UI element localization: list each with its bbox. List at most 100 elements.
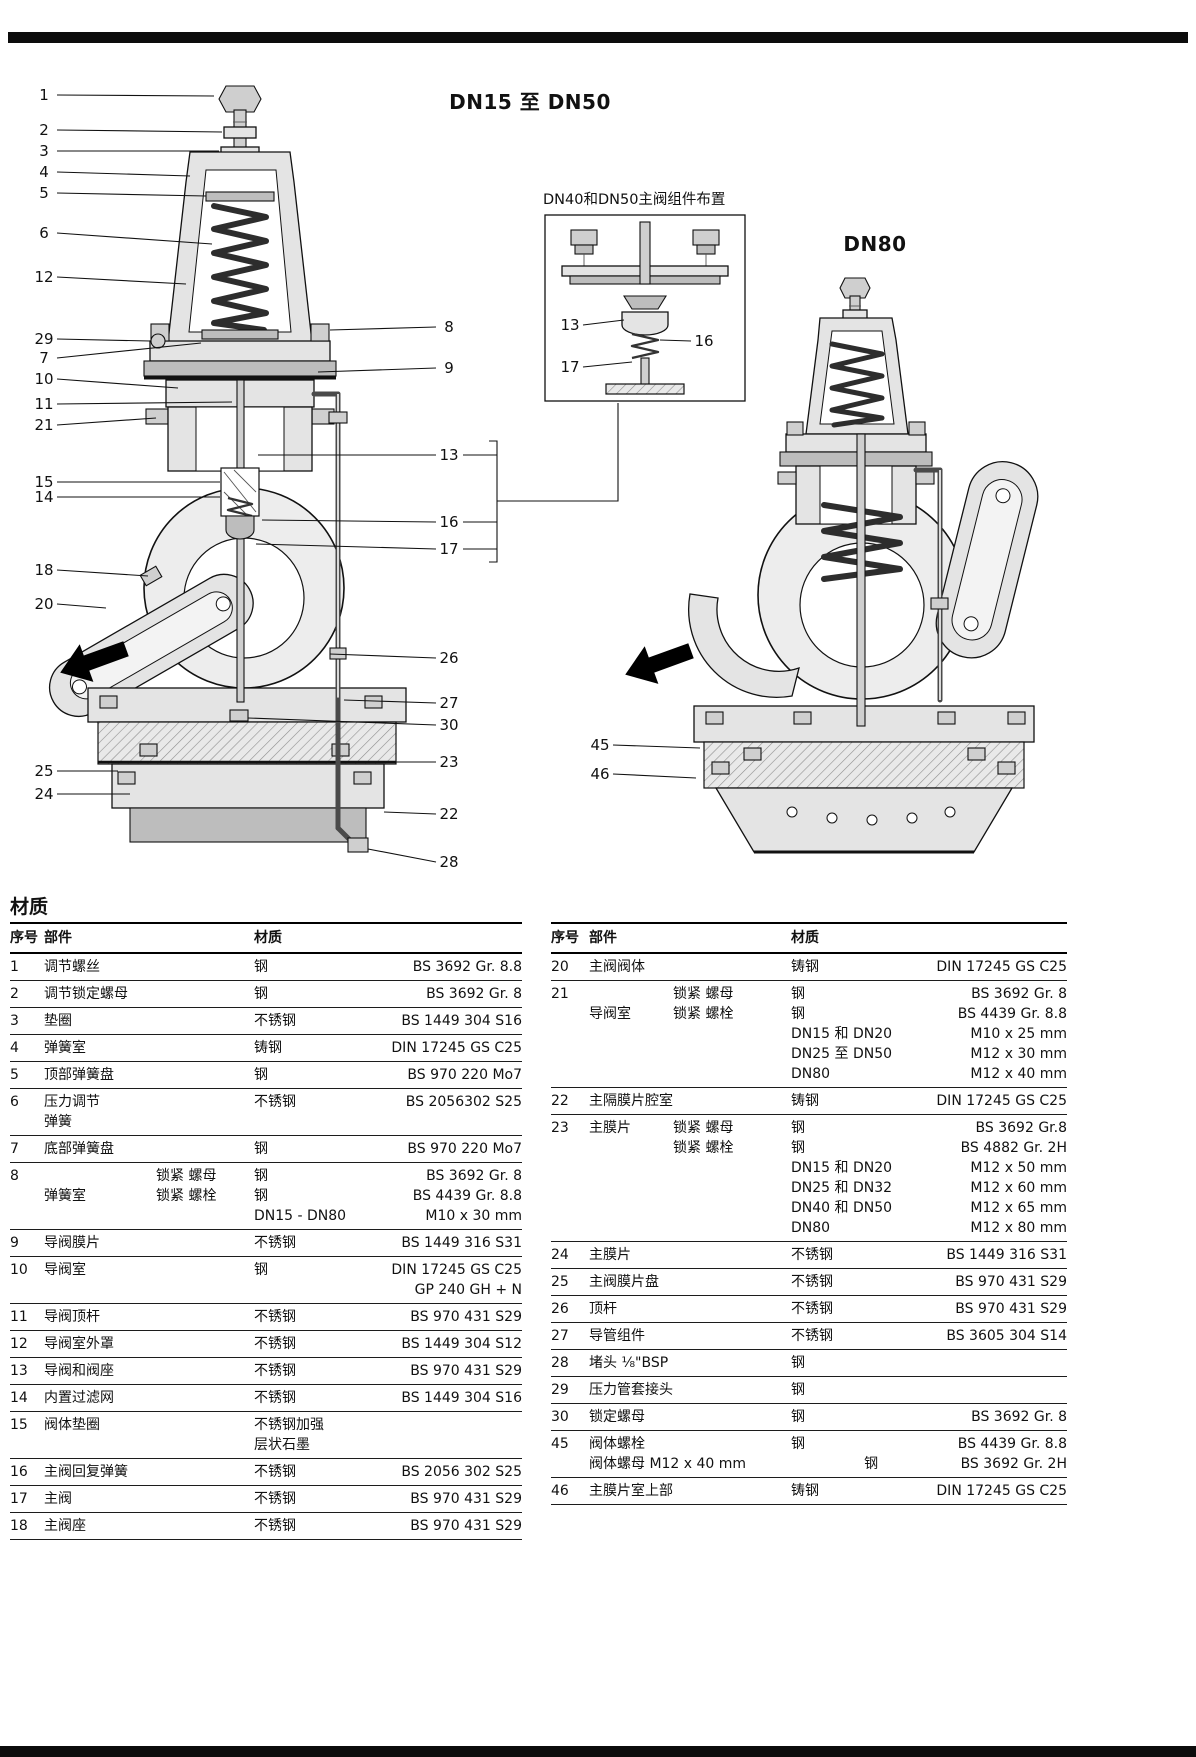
callout-number-45: 45	[590, 736, 609, 754]
callout-leader-line	[56, 603, 107, 609]
material-spec: BS 1449 304 S12	[401, 1336, 522, 1352]
callout-number-16: 16	[694, 332, 713, 350]
part-number: 18	[10, 1518, 28, 1534]
part-name: 导阀顶杆	[44, 1309, 100, 1325]
part-number: 17	[10, 1491, 28, 1507]
material-name: 铸钢	[791, 1093, 819, 1109]
part-sub-label	[156, 1307, 254, 1327]
callout-number-25: 25	[34, 762, 53, 780]
part-sub-label	[156, 1516, 254, 1536]
callout-leader-line	[56, 171, 191, 177]
callout-number-4: 4	[39, 163, 49, 181]
material-spec: BS 4439 Gr. 8.8	[957, 1436, 1067, 1452]
part-sub-label	[673, 1299, 791, 1319]
material-spec: M12 x 50 mm	[970, 1160, 1067, 1176]
material-name: 不锈钢	[254, 1363, 296, 1379]
material-spec: BS 1449 304 S16	[401, 1013, 522, 1029]
part-name	[44, 1206, 156, 1226]
material-spec: M12 x 30 mm	[970, 1046, 1067, 1062]
part-sub-label	[673, 1158, 791, 1178]
part-name: 导管组件	[589, 1328, 645, 1344]
part-name: 主隔膜片腔室	[589, 1093, 673, 1109]
part-name: 阀体垫圈	[44, 1417, 100, 1433]
part-name: 弹簧室	[44, 1040, 86, 1056]
part-sub-label	[673, 1434, 791, 1454]
callout-leader-line	[56, 401, 233, 405]
inset-title: DN40和DN50主阀组件布置	[543, 192, 726, 208]
callout-leader-line	[261, 519, 437, 523]
material-spec: DIN 17245 GS C25	[936, 1093, 1067, 1109]
part-name: 阀体螺母 M12 x 40 mm	[589, 1456, 747, 1472]
part-name: 主膜片	[589, 1120, 631, 1136]
callout-number-3: 3	[39, 142, 49, 160]
col-header-num: 序号	[10, 930, 38, 946]
col-header-material: 材质	[254, 930, 282, 946]
material-spec: DIN 17245 GS C25	[936, 959, 1067, 975]
callout-number-5: 5	[39, 184, 49, 202]
part-name: 底部弹簧盘	[44, 1141, 114, 1157]
material-name: 钢	[254, 1188, 268, 1204]
part-number: 21	[551, 986, 569, 1002]
callout-number-2: 2	[39, 121, 49, 139]
material-spec: BS 2056 302 S25	[401, 1464, 522, 1480]
part-sub-label	[673, 1272, 791, 1292]
material-name: DN25 和 DN32	[791, 1180, 893, 1196]
table-header-row: 序号 部件 材质	[10, 922, 522, 954]
part-sub-label	[156, 1280, 254, 1300]
callout-number-8: 8	[444, 318, 454, 336]
part-name	[589, 1044, 673, 1064]
material-spec: BS 1449 304 S16	[401, 1390, 522, 1406]
callout-leader-line	[612, 744, 701, 749]
material-name: DN15 和 DN20	[791, 1160, 893, 1176]
callout-number-18: 18	[34, 561, 53, 579]
material-spec: BS 3692 Gr. 8	[971, 1409, 1067, 1425]
callout-leader-line	[56, 569, 149, 577]
callout-leader-line	[56, 129, 223, 133]
callout-number-1: 1	[39, 86, 49, 104]
part-sub-label	[156, 1139, 254, 1159]
material-spec: BS 970 431 S29	[410, 1491, 522, 1507]
part-number: 10	[10, 1262, 28, 1278]
material-spec	[514, 1112, 522, 1132]
part-name: 顶杆	[589, 1301, 617, 1317]
part-sub-label	[673, 1024, 791, 1044]
material-name: 不锈钢	[254, 1390, 296, 1406]
part-sub-label	[156, 1092, 254, 1112]
callout-number-27: 27	[439, 694, 458, 712]
material-spec: BS 970 431 S29	[410, 1518, 522, 1534]
material-name: 不锈钢	[254, 1094, 296, 1110]
part-number: 23	[551, 1120, 569, 1136]
callout-leader-line	[247, 717, 437, 726]
inset-drawing	[544, 214, 746, 402]
callout-number-17: 17	[560, 358, 579, 376]
part-sub-label	[156, 1260, 254, 1280]
part-name: 调节螺丝	[44, 959, 100, 975]
material-spec: M12 x 65 mm	[970, 1200, 1067, 1216]
part-number: 26	[551, 1301, 569, 1317]
callout-leader-line	[612, 773, 697, 779]
part-sub-label: 锁紧 螺栓	[673, 1140, 734, 1156]
dn80-valve-drawing	[625, 277, 1039, 854]
part-name: 主阀座	[44, 1518, 86, 1534]
part-name: 主阀阀体	[589, 959, 645, 975]
part-sub-label: 锁紧 螺母	[673, 1120, 734, 1136]
callout-leader-line	[343, 699, 437, 704]
material-spec: BS 3692 Gr. 8	[426, 986, 522, 1002]
callout-number-24: 24	[34, 785, 53, 803]
part-sub-label: 锁紧 螺栓	[156, 1188, 217, 1204]
material-name: 钢	[254, 1262, 268, 1278]
part-sub-label: 锁紧 螺母	[673, 986, 734, 1002]
callout-number-29: 29	[34, 330, 53, 348]
part-number: 27	[551, 1328, 569, 1344]
